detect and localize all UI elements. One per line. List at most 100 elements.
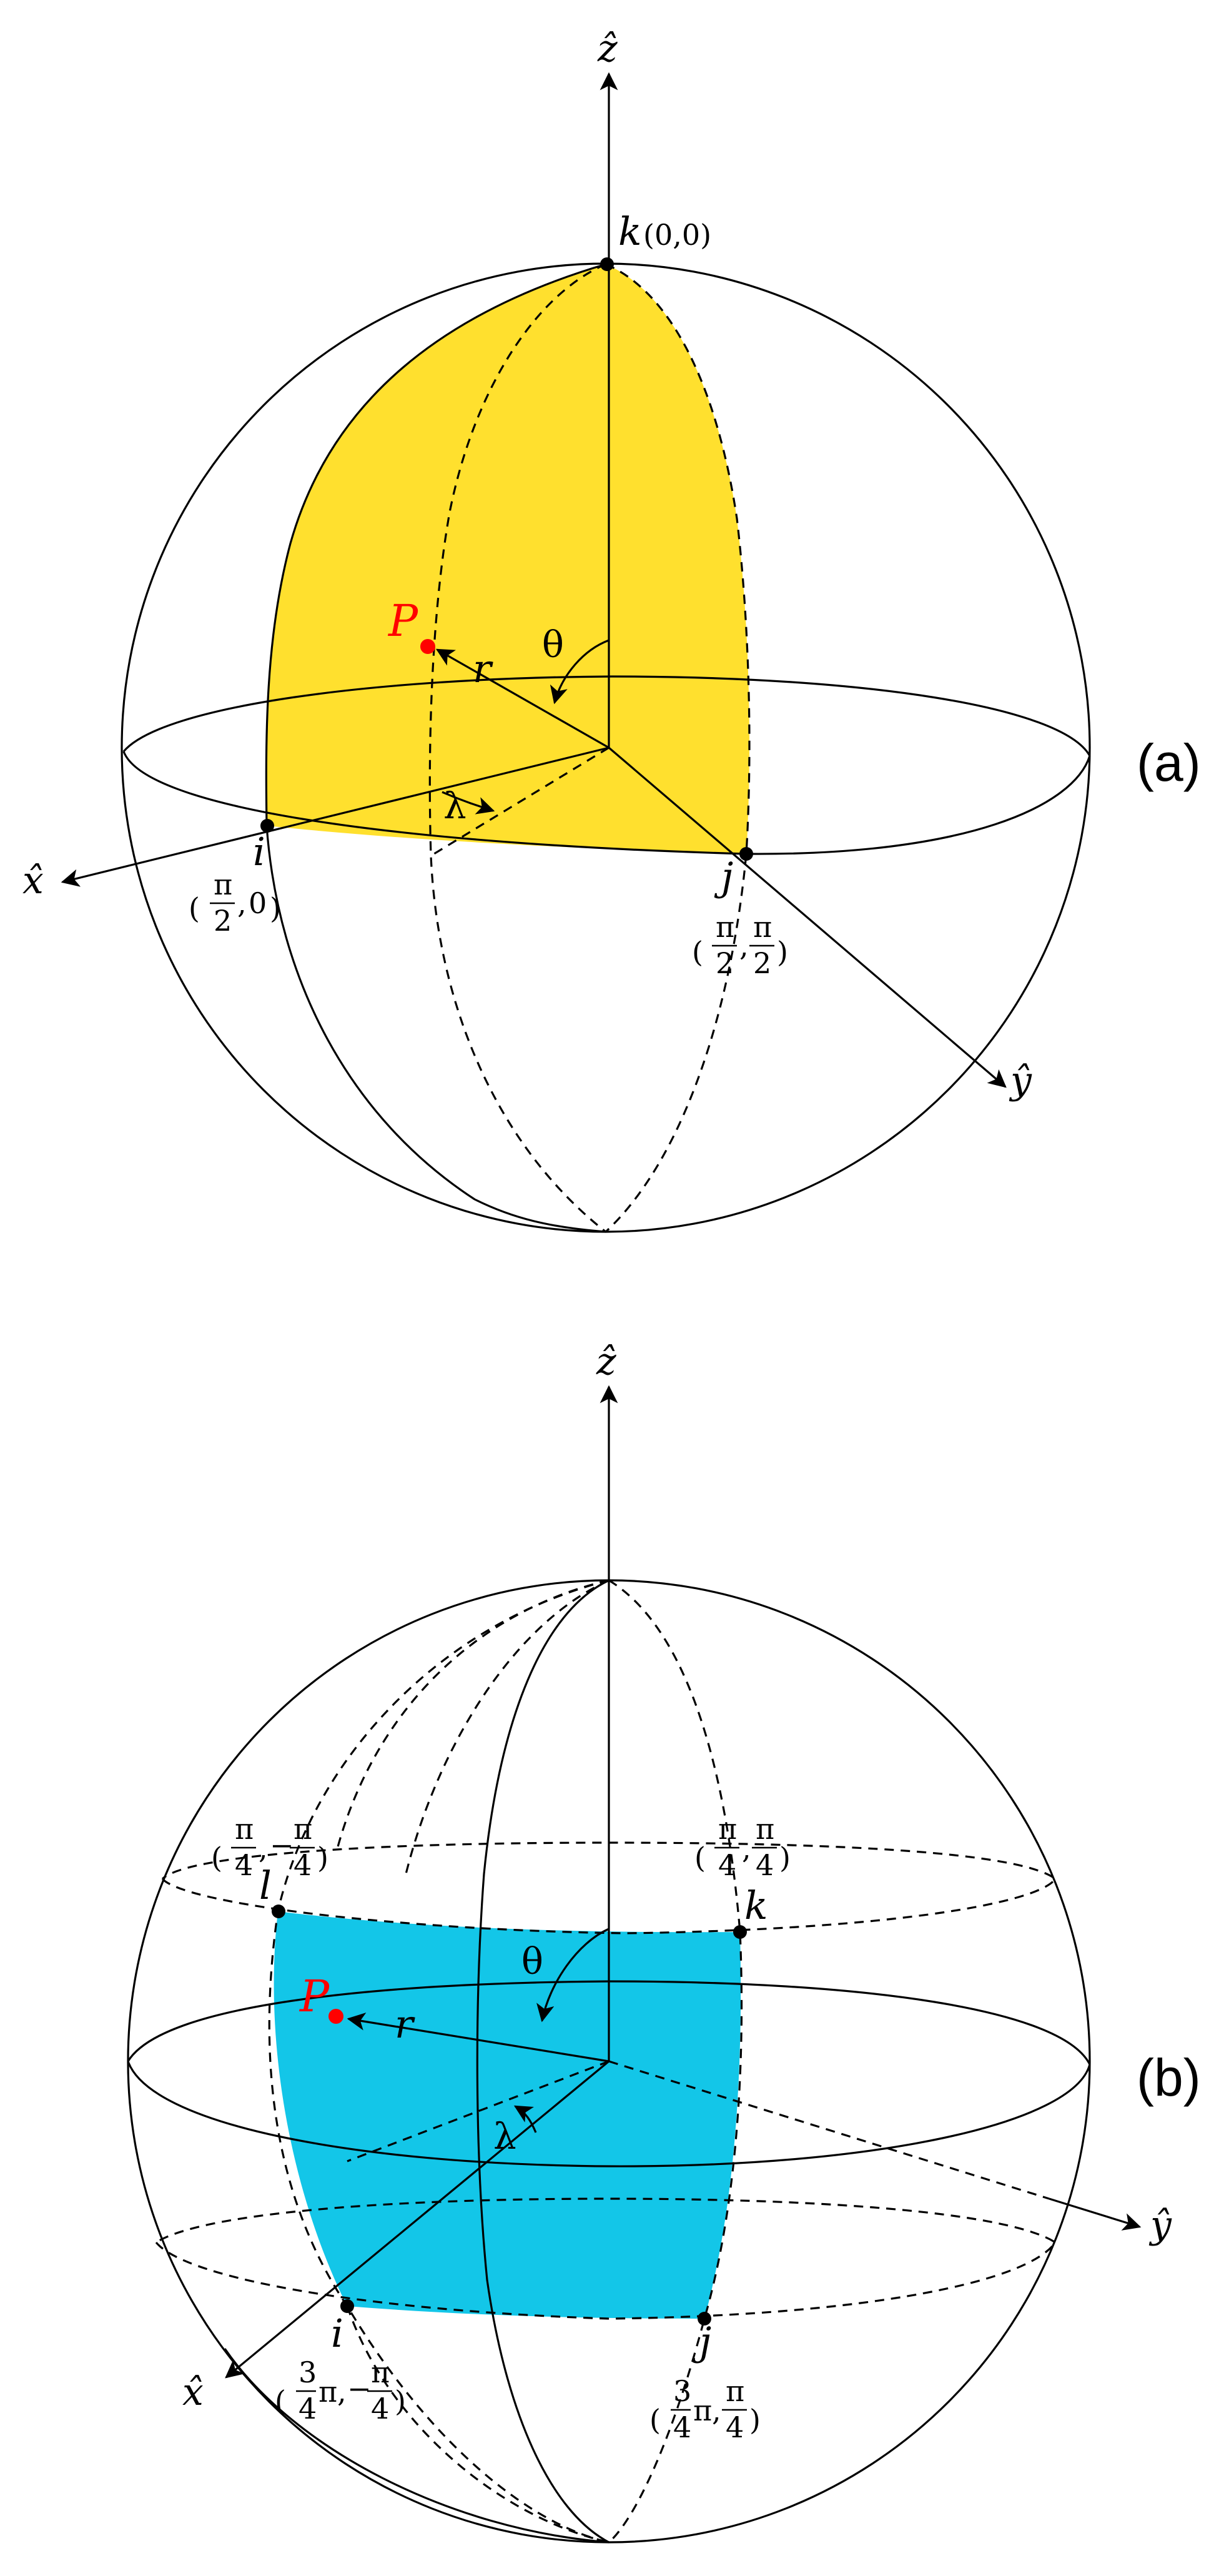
panel-b-label: (b) xyxy=(1137,2048,1201,2107)
panel-b-j-pi: π xyxy=(693,2394,712,2427)
panel-b-l-name: l xyxy=(259,1863,272,1908)
panel-b-k-num2: π xyxy=(756,1812,774,1846)
panel-b-x-label: x̂ xyxy=(182,2370,204,2414)
panel-a-p-projection xyxy=(430,746,610,857)
panel-b-i-paren-close: ) xyxy=(395,2384,406,2418)
panel-a-i-num: π xyxy=(214,868,232,901)
panel-a-j-paren-open: ( xyxy=(692,935,703,969)
panel-a-vertex-i xyxy=(260,819,274,833)
panel-b-meridian-bottom-outer xyxy=(224,2348,610,2544)
panel-b-k-num1: π xyxy=(718,1812,737,1846)
panel-b-k-name: k xyxy=(744,1883,768,1928)
panel-b-l-sign: − xyxy=(270,1828,294,1862)
panel-b-vertex-i xyxy=(340,2299,354,2313)
panel-b-i-paren-open: ( xyxy=(275,2384,286,2418)
panel-a-i-paren-close: ) xyxy=(270,891,281,925)
panel-b-l-den2: 4 xyxy=(294,1848,312,1882)
panel-a-meridian-i xyxy=(265,263,606,1233)
panel-b-i-name: i xyxy=(331,2311,343,2356)
panel-a-vertex-k xyxy=(600,257,614,271)
panel-a-radius-line xyxy=(435,648,610,749)
panel-a-k-name: k xyxy=(618,209,642,254)
panel-b-k-paren-open: ( xyxy=(694,1841,706,1875)
panel-b-k-den1: 4 xyxy=(718,1848,736,1882)
panel-a-j-name: j xyxy=(714,854,733,899)
panel-a-meridian-j xyxy=(605,263,751,1233)
panel-b-l-coord: ( π 4 , − π 4 ) xyxy=(211,1812,328,1882)
panel-b-r-label: r xyxy=(395,2001,415,2047)
panel-b-i-den1: 4 xyxy=(299,2392,317,2425)
panel-a-vertex-j xyxy=(739,847,753,861)
panel-b-shaded-region xyxy=(274,1911,741,2319)
panel-b-l-den1: 4 xyxy=(235,1848,253,1882)
panel-a-z-label: ẑ xyxy=(597,27,618,71)
panel-b-y-axis-hidden xyxy=(608,2060,1050,2200)
panel-a-x-label: x̂ xyxy=(22,859,44,903)
panel-b-k-coord: ( π 4 , π 4 ) xyxy=(694,1812,791,1882)
panel-b-l-comma: , xyxy=(259,1831,268,1865)
panel-b-y-axis xyxy=(1049,2197,1142,2231)
panel-a-x-axis xyxy=(61,746,610,887)
panel-a-j-comma: , xyxy=(739,929,749,963)
panel-b-l-num2: π xyxy=(294,1812,312,1846)
panel-a-meridian-back xyxy=(428,263,606,1233)
panel-b-j-den1: 4 xyxy=(673,2410,691,2444)
panel-a-theta-arc xyxy=(550,639,610,705)
panel-a-j-num2: π xyxy=(753,910,772,944)
panel-b-y-label: ŷ xyxy=(1148,2203,1172,2247)
panel-a: ẑ x̂ ŷ P r θ λ k (0,0) i ( π 2 , 0 ) j (… xyxy=(22,27,1201,1233)
panel-a-lambda-label: λ xyxy=(443,785,466,827)
panel-b-meridian-left-outer xyxy=(336,1579,610,1850)
panel-b-vertex-k xyxy=(733,1925,747,1939)
panel-b-i-comma: , xyxy=(337,2375,347,2409)
panel-a-y-axis xyxy=(608,746,1007,1088)
panel-b-central-meridian xyxy=(476,1579,610,2544)
panel-b-x-axis xyxy=(225,2060,610,2379)
panel-b-meridian-bottom-inner xyxy=(346,2306,610,2544)
panel-b-i-coord: ( 3 4 π , − π 4 ) xyxy=(275,2356,406,2425)
panel-b-equator-front xyxy=(127,2061,1091,2167)
panel-a-j-num: π xyxy=(716,910,734,944)
panel-b-i-den2: 4 xyxy=(371,2392,389,2425)
panel-a-shaded-region xyxy=(266,264,749,854)
panel-b-k-comma: , xyxy=(742,1831,751,1865)
panel-a-j-coord: ( π 2 , π 2 ) xyxy=(692,910,788,980)
panel-b-z-label: ẑ xyxy=(596,1340,616,1384)
panel-b-j-den2: 4 xyxy=(726,2410,744,2444)
panel-a-i-second: 0 xyxy=(249,886,267,920)
panel-b-meridian-k xyxy=(608,1579,743,2544)
panel-b-upper-latitude xyxy=(161,1841,1057,1934)
panel-a-j-den2: 2 xyxy=(753,946,771,980)
panel-a-equator-front xyxy=(122,751,1091,855)
panel-a-y-label: ŷ xyxy=(1009,1059,1032,1102)
panel-a-point-p xyxy=(420,639,435,654)
panel-b-p-label: P xyxy=(299,1971,330,2022)
panel-b-l-paren-close: ) xyxy=(317,1841,328,1875)
panel-a-r-label: r xyxy=(473,646,493,691)
panel-a-i-coord: ( π 2 , 0 ) xyxy=(189,868,281,938)
panel-b-i-num2: π xyxy=(371,2356,390,2389)
panel-b-l-num1: π xyxy=(235,1812,254,1846)
panel-b-meridian-left-inner xyxy=(405,1579,610,1875)
panel-a-label: (a) xyxy=(1137,733,1201,792)
panel-b-k-den2: 4 xyxy=(756,1848,774,1882)
panel-b-j-name: j xyxy=(692,2319,711,2364)
panel-b-j-paren-open: ( xyxy=(649,2403,661,2437)
panel-a-k-coord: (0,0) xyxy=(643,218,711,252)
panel-b-lambda-label: λ xyxy=(493,2115,516,2157)
panel-b-i-pi: π xyxy=(318,2375,337,2409)
panel-a-theta-label: θ xyxy=(542,623,564,666)
panel-b-l-paren-open: ( xyxy=(211,1841,222,1875)
panel-a-i-name: i xyxy=(253,829,265,874)
panel-b-k-paren-close: ) xyxy=(779,1841,791,1875)
panel-b-i-sign: − xyxy=(347,2372,372,2405)
panel-b-j-coord: ( 3 4 π , π 4 ) xyxy=(649,2374,761,2444)
panel-a-j-paren-close: ) xyxy=(777,935,788,969)
panel-b-j-paren-close: ) xyxy=(749,2403,761,2437)
panel-b-lower-latitude xyxy=(155,2197,1057,2320)
panel-a-i-paren-open: ( xyxy=(189,891,200,925)
panel-b-point-p xyxy=(328,2009,343,2024)
panel-b-j-num2: π xyxy=(726,2374,744,2408)
panel-b-lambda-arc xyxy=(513,2105,537,2133)
